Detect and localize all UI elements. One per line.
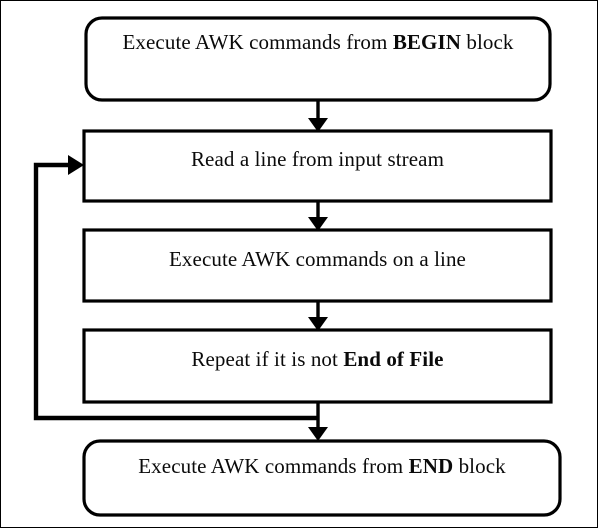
- edge-loop-back: [33, 155, 318, 421]
- arrowhead-down-icon: [308, 118, 328, 132]
- node-begin-block[interactable]: [84, 16, 552, 102]
- edge-execute-to-repeat: [308, 301, 328, 331]
- node-end-block[interactable]: [82, 439, 562, 517]
- edge-repeat-to-end: [308, 402, 328, 441]
- arrowhead-right-icon: [68, 155, 84, 175]
- arrowhead-down-icon: [308, 217, 328, 231]
- edge-begin-to-read: [308, 100, 328, 132]
- arrowhead-down-icon: [308, 427, 328, 441]
- node-repeat-check[interactable]: [82, 328, 553, 404]
- edge-read-to-execute: [308, 201, 328, 231]
- node-read-line[interactable]: [82, 129, 553, 203]
- node-execute-commands[interactable]: [82, 228, 553, 303]
- arrowhead-down-icon: [308, 317, 328, 331]
